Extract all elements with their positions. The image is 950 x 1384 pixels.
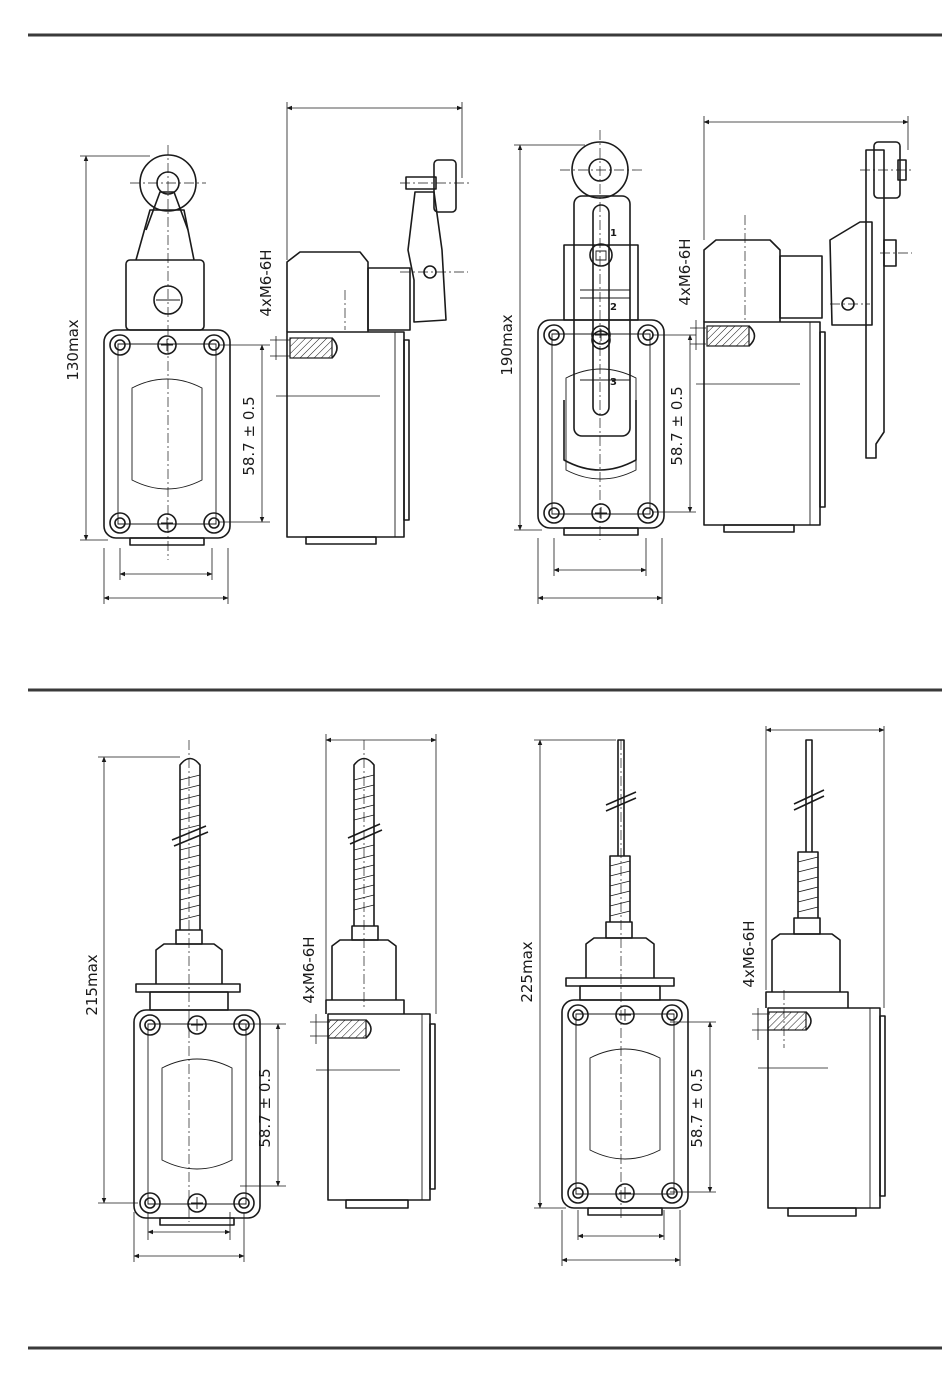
height-dim-label: 130max — [64, 319, 82, 380]
roller-lever-side-view: 4xM6-6H — [257, 102, 472, 544]
height-dim-label: 215max — [83, 954, 101, 1015]
adjustable-lever-front-view: 1 2 3 190max 58.7 ± 0.5 — [498, 130, 696, 604]
lever-position-2: 2 — [610, 302, 617, 313]
thread-label: 4xM6-6H — [300, 936, 318, 1003]
hole-spacing-label: 58.7 ± 0.5 — [256, 1068, 274, 1147]
spring-plunger-side-view: 4xM6-6H — [300, 734, 436, 1208]
spring-plunger-front-view: 215max 58.7 ± 0.5 — [83, 740, 286, 1262]
spring-rod-front-view: 225max 58.7 ± 0.5 — [518, 740, 716, 1266]
thread-label: 4xM6-6H — [257, 249, 275, 316]
roller-lever-front-view: 130max 58.7 ± 0.5 — [64, 145, 270, 604]
height-dim-label: 190max — [498, 314, 516, 375]
hole-spacing-label: 58.7 ± 0.5 — [668, 386, 686, 465]
lever-position-3: 3 — [610, 377, 617, 388]
thread-label: 4xM6-6H — [740, 920, 758, 987]
adjustable-lever-side-view: 4xM6-6H — [676, 116, 912, 532]
thread-label: 4xM6-6H — [676, 238, 694, 305]
hole-spacing-label: 58.7 ± 0.5 — [240, 396, 258, 475]
lever-position-1: 1 — [610, 228, 617, 239]
hole-spacing-label: 58.7 ± 0.5 — [688, 1068, 706, 1147]
height-dim-label: 225max — [518, 941, 536, 1002]
spring-rod-side-view: 4xM6-6H — [740, 726, 885, 1216]
